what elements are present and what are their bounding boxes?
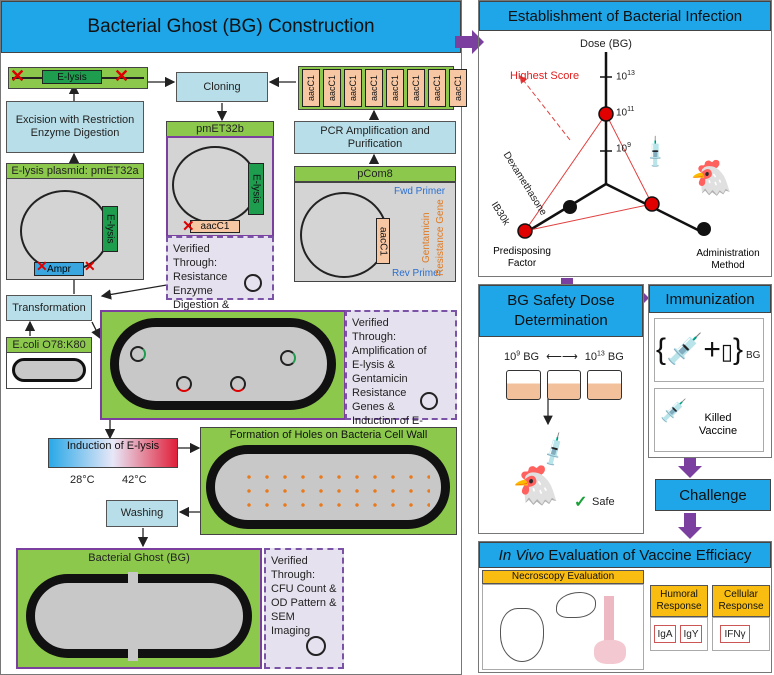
check-icon: ✓	[574, 494, 588, 511]
plasmid-icon	[230, 376, 246, 392]
magnifier-icon	[420, 392, 438, 410]
highest-score-label: Highest Score	[510, 70, 580, 82]
bg-vaccine-box	[654, 318, 764, 382]
pmet32b-aacc1: aacC1	[190, 220, 240, 233]
pmet32b-label: pmET32b	[166, 121, 274, 137]
safety-title: BG Safety Dose Determination	[479, 285, 643, 337]
plasmid-icon	[280, 350, 296, 366]
plasmid-icon	[130, 346, 146, 362]
pmet32a-elysis: E-lysis	[102, 206, 118, 252]
cellular-box	[712, 617, 770, 651]
evaluation-title: In Vivo Evaluation of Vaccine Efficiacy	[479, 542, 771, 568]
elysis-gene-box: E-lysis	[42, 70, 102, 84]
tick-1e9: 109	[616, 142, 632, 155]
iga-tag: IgA	[654, 625, 676, 643]
dose-range-label: 109 BG ⟵⟶ 1013 BG	[504, 350, 624, 363]
pcom8-label: pCom8	[294, 166, 456, 182]
cut-mark-icon: ✕	[84, 258, 96, 274]
cut-mark-icon: ✕	[114, 66, 130, 86]
igy-tag: IgY	[680, 625, 702, 643]
bg-cell	[26, 574, 252, 658]
admin-method-label: Administration Method	[696, 248, 760, 271]
temp-low: 28°C	[70, 474, 95, 486]
plasmid-icon	[176, 376, 192, 392]
rev-primer-label: Rev Primer	[392, 268, 443, 279]
immunization-panel	[648, 284, 772, 458]
cellular-label: Cellular Response	[712, 585, 770, 617]
cut-mark-icon: ✕	[10, 66, 26, 86]
bg-label: Bacterial Ghost (BG)	[16, 548, 262, 566]
transformed-cell	[110, 318, 336, 410]
safe-label: Safe	[592, 496, 615, 508]
ampr-box: Ampr	[34, 262, 84, 276]
humoral-box	[650, 617, 708, 651]
predisposing-label: Predisposing Factor	[493, 246, 551, 269]
tick-1e11: 1011	[616, 106, 635, 119]
chicken-icon: 🐔	[690, 159, 733, 197]
construction-title: Bacterial Ghost (BG) Construction	[1, 1, 461, 53]
cloning-box: Cloning	[176, 72, 268, 102]
pcom8-aacc1: aacC1	[376, 218, 390, 264]
verify-cfu-box: Verified Through: CFU Count & OD Pattern…	[264, 548, 344, 669]
holes-title: Formation of Holes on Bacteria Cell Wall	[229, 429, 428, 441]
necroscopy-box	[482, 584, 644, 670]
humoral-label: Humoral Response	[650, 585, 708, 617]
culture-bottle	[506, 370, 541, 400]
pmet32b-elysis: E-lysis	[248, 163, 264, 215]
magnifier-icon	[306, 636, 326, 656]
bg-vaccine-formula: {💉+▯}	[656, 333, 744, 366]
challenge-box: Challenge	[655, 479, 771, 511]
tick-1e13: 1013	[616, 70, 635, 83]
immunization-title: Immunization	[649, 285, 771, 313]
pcr-box: PCR Amplification and Purification	[294, 121, 456, 154]
lung-icon	[594, 640, 626, 664]
liver-icon	[556, 592, 596, 618]
transformation-box: Transformation	[6, 295, 92, 321]
dose-axis-label: Dose (BG)	[580, 38, 632, 50]
temp-high: 42°C	[122, 474, 147, 486]
excision-box: Excision with Restriction Enzyme Digesti…	[6, 101, 144, 153]
induction-label: Induction of E-lysis	[66, 440, 160, 452]
evaluation-panel	[478, 541, 772, 673]
fwd-primer-label: Fwd Primer	[394, 186, 446, 197]
bg-hole	[128, 572, 138, 584]
safety-panel	[478, 284, 644, 534]
infection-panel	[478, 0, 772, 277]
culture-bottle	[546, 370, 582, 400]
culture-bottle	[587, 370, 623, 400]
killed-vaccine-box	[654, 388, 764, 452]
washing-box: Washing	[106, 500, 178, 527]
trachea-icon	[604, 596, 614, 646]
bg-vaccine-label: BG	[746, 350, 761, 361]
orange-debris	[240, 470, 430, 510]
cut-mark-icon: ✕	[36, 258, 48, 274]
necroscopy-label: Necroscopy Evaluation	[482, 570, 644, 584]
infection-title: Establishment of Bacterial Infection	[479, 1, 771, 31]
heart-icon	[500, 608, 544, 662]
killed-vaccine-label: Killed Vaccine	[698, 412, 738, 437]
syringe-icon: 💉	[660, 398, 688, 423]
induction-gradient	[48, 438, 178, 468]
cut-mark-icon: ✕	[182, 218, 195, 235]
chicken-icon: 🐔	[512, 465, 560, 507]
bottle-row	[506, 370, 623, 400]
magnifier-icon	[244, 274, 262, 292]
bg-hole	[128, 649, 138, 661]
ecoli-cell	[12, 358, 86, 382]
ifn-tag: IFNγ	[720, 625, 750, 643]
